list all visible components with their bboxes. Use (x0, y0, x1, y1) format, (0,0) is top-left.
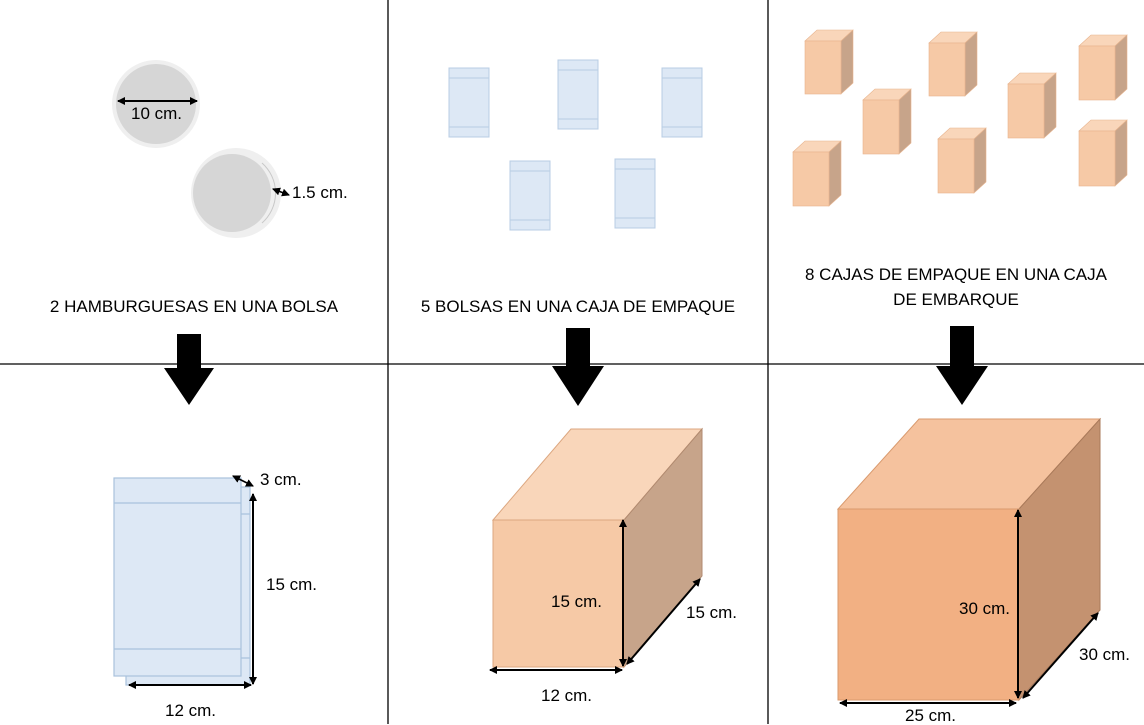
packing-boxes-caption-line1: 8 CAJAS DE EMPAQUE EN UNA CAJA (805, 265, 1107, 284)
dimension-arrows-packing-box (489, 519, 701, 674)
hamburgers-caption: 2 HAMBURGUESAS EN UNA BOLSA (49, 297, 339, 316)
down-arrow-icon (552, 328, 604, 406)
packing-box-width-label: 12 cm. (541, 686, 593, 705)
shipping-box-depth-label: 30 cm. (1079, 645, 1131, 664)
small-box-icon (804, 29, 854, 95)
bag-drawing (113, 477, 251, 686)
bag-icon (557, 59, 599, 130)
dimension-arrows-shipping-box (839, 509, 1099, 707)
bag-icon (448, 67, 490, 138)
down-arrow-icon (936, 326, 988, 405)
bag-icon (509, 160, 551, 231)
hamburger-diameter-label: 10 cm. (131, 104, 183, 123)
packing-box-drawing (491, 427, 704, 669)
bag-width-label: 12 cm. (165, 701, 217, 720)
shipping-box-width-label: 25 cm. (905, 706, 957, 725)
small-box-icon (937, 127, 987, 194)
packing-box-depth-label: 15 cm. (686, 603, 738, 622)
packing-box-icons (792, 29, 1128, 207)
small-box-icon (928, 31, 978, 97)
packing-box-height-label: 15 cm. (551, 592, 603, 611)
small-box-icon (862, 88, 912, 155)
packing-boxes-caption-line2: DE EMBARQUE (893, 289, 1019, 309)
shipping-box-height-label: 30 cm. (959, 599, 1011, 618)
bag-icon (614, 158, 656, 229)
bag-depth-label: 3 cm. (260, 470, 302, 489)
hamburger-thickness-label: 1.5 cm. (292, 183, 348, 202)
bag-icons (448, 59, 703, 231)
small-box-icon (792, 140, 842, 207)
dimension-arrows-hamburger (117, 97, 290, 197)
hamburger-discs (112, 60, 281, 238)
packing-boxes-caption: 8 CAJAS DE EMPAQUE EN UNA CAJA DE EMBARQ… (776, 263, 1136, 312)
shipping-box-drawing (836, 417, 1102, 702)
small-box-icon (1078, 34, 1128, 101)
bag-height-label: 15 cm. (266, 575, 318, 594)
down-arrow-icon (164, 334, 214, 405)
small-box-icon (1007, 72, 1057, 139)
down-arrow-icons (164, 326, 988, 406)
bag-icon (661, 67, 703, 138)
dimension-arrows-bag (128, 475, 257, 689)
bags-caption: 5 BOLSAS EN UNA CAJA DE EMPAQUE (420, 297, 736, 316)
small-box-icon (1078, 119, 1128, 187)
